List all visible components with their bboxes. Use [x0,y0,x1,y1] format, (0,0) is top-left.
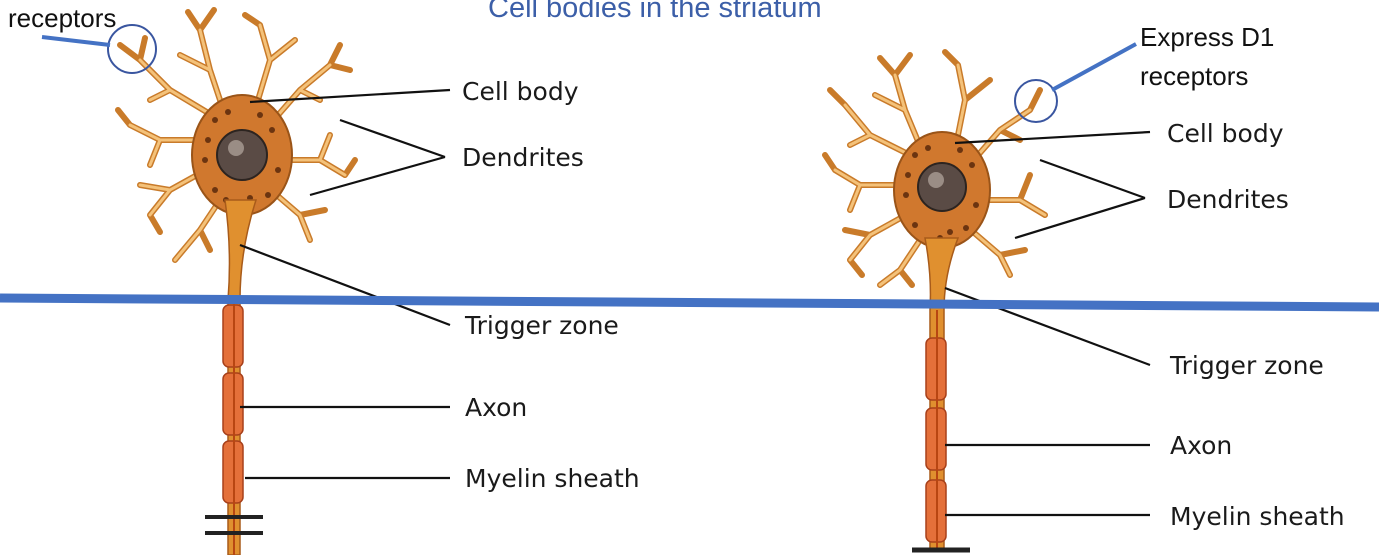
right-callout-line1: Express D1 [1140,22,1275,52]
left-label-axon: Axon [465,393,528,422]
left-nucleus [216,129,268,181]
right-callout-line2: receptors [1140,61,1249,91]
left-label-dendrites: Dendrites [462,143,584,172]
right-neuron [822,49,1151,553]
right-callout-marker [1014,42,1137,123]
right-label-myelin-sheath: Myelin sheath [1170,502,1345,531]
striatum-boundary-line [0,293,1379,312]
left-label-myelin-sheath: Myelin sheath [465,464,640,493]
left-label-cell-body: Cell body [462,77,579,106]
right-label-axon: Axon [1170,431,1233,460]
left-neuron [115,7,451,555]
left-callout-text: receptors [8,3,117,33]
right-nucleus [917,162,967,212]
slide-title: Cell bodies in the striatum [488,0,822,24]
left-label-trigger-zone: Trigger zone [465,311,619,340]
left-callout-marker [41,24,157,74]
right-label-trigger-zone: Trigger zone [1170,351,1324,380]
right-label-dendrites: Dendrites [1167,185,1289,214]
right-label-cell-body: Cell body [1167,119,1284,148]
